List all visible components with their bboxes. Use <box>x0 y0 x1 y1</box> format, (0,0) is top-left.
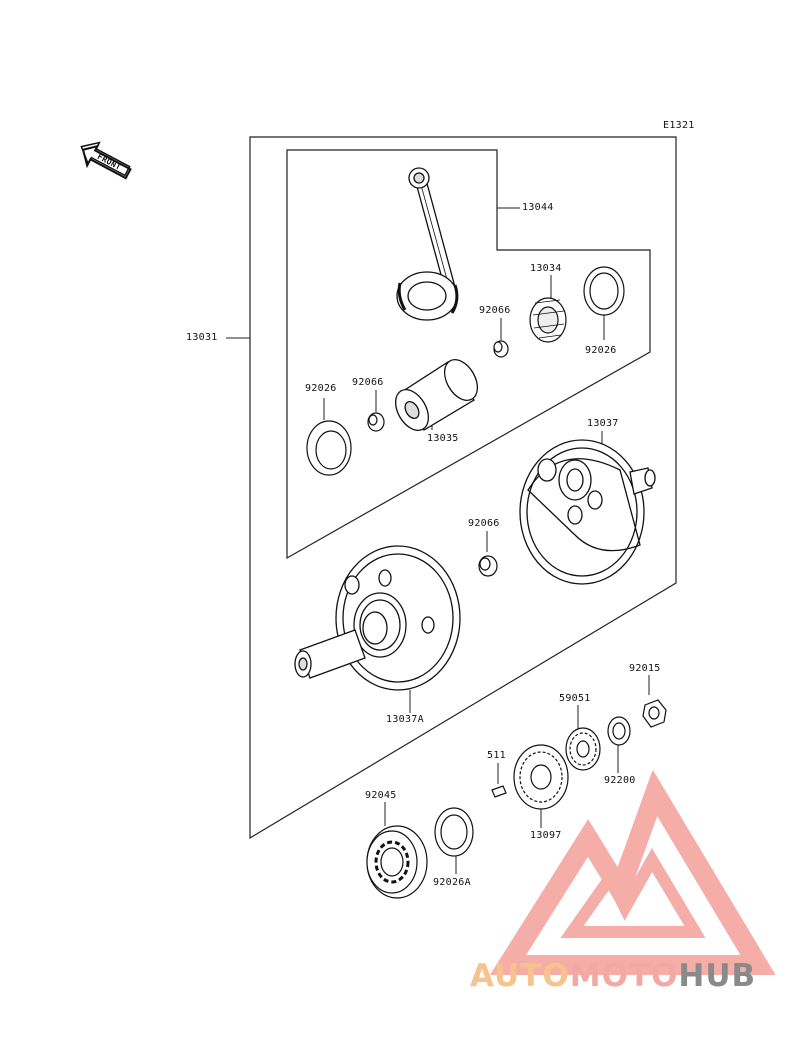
washer-part <box>607 716 631 746</box>
part-label-92066: 92066 <box>479 305 511 316</box>
part-label-92200: 92200 <box>604 775 636 786</box>
part-label-13044: 13044 <box>522 202 554 213</box>
part-label-92066: 92066 <box>468 518 500 529</box>
connecting-rod-part <box>396 167 459 321</box>
thrust-washer-part <box>583 266 625 316</box>
thrust-washer-part <box>306 420 352 476</box>
gear-part <box>565 727 601 771</box>
ball-bearing-part <box>366 825 428 899</box>
inner-frame <box>286 149 651 560</box>
crank-gear-part <box>513 744 569 810</box>
part-label-13097: 13097 <box>530 830 562 841</box>
watermark-logo <box>489 769 776 975</box>
part-label-13035: 13035 <box>427 433 459 444</box>
part-label-92026: 92026 <box>305 383 337 394</box>
part-label-92045: 92045 <box>365 790 397 801</box>
needle-bearing-part <box>529 297 567 343</box>
nut-part <box>642 699 667 728</box>
pin-part <box>493 340 509 358</box>
washer-part <box>434 807 474 857</box>
front-arrow-icon <box>80 141 132 180</box>
part-label-13031: 13031 <box>186 332 218 343</box>
part-label-59051: 59051 <box>559 693 591 704</box>
outer-frame <box>249 136 677 840</box>
crankpin-part <box>394 359 479 431</box>
part-label-13037A: 13037A <box>386 714 424 725</box>
part-label-13034: 13034 <box>530 263 562 274</box>
part-label-92026A: 92026A <box>433 877 471 888</box>
part-label-13037: 13037 <box>587 418 619 429</box>
part-label-511: 511 <box>487 750 506 761</box>
crank-flywheel-right-part <box>519 439 656 585</box>
key-part <box>491 785 507 798</box>
part-label-92026: 92026 <box>585 345 617 356</box>
watermark-text: AUTOMOTOHUB <box>470 958 757 994</box>
crank-flywheel-left-part <box>294 545 461 691</box>
pin-part <box>478 555 498 577</box>
diagram-code: E1321 <box>663 120 695 131</box>
pin-part <box>367 412 385 432</box>
part-label-92015: 92015 <box>629 663 661 674</box>
part-label-92066: 92066 <box>352 377 384 388</box>
